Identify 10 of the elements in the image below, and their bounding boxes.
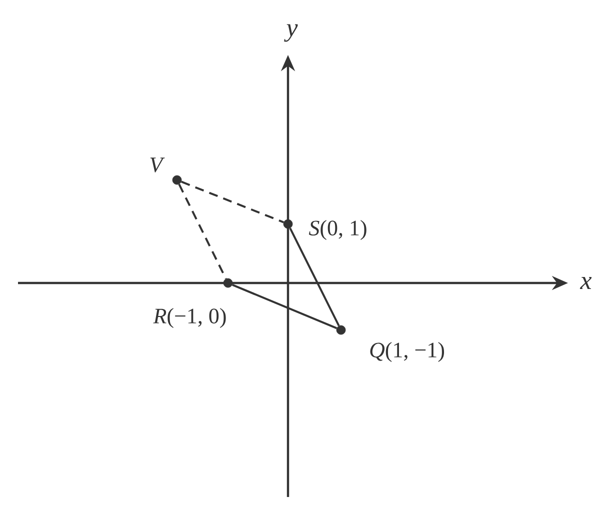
- line-segment: [181, 180, 284, 224]
- point-label: S(0, 1): [308, 220, 366, 240]
- line-segment: [289, 228, 340, 326]
- line-segment: [178, 184, 227, 280]
- axis-label: y: [284, 24, 298, 42]
- axis-label: x: [580, 277, 592, 289]
- point-label: Q(1, −1): [370, 342, 444, 362]
- point-label: R(−1, 0): [153, 308, 226, 328]
- line-segment: [232, 284, 338, 330]
- point-label: V: [150, 158, 165, 172]
